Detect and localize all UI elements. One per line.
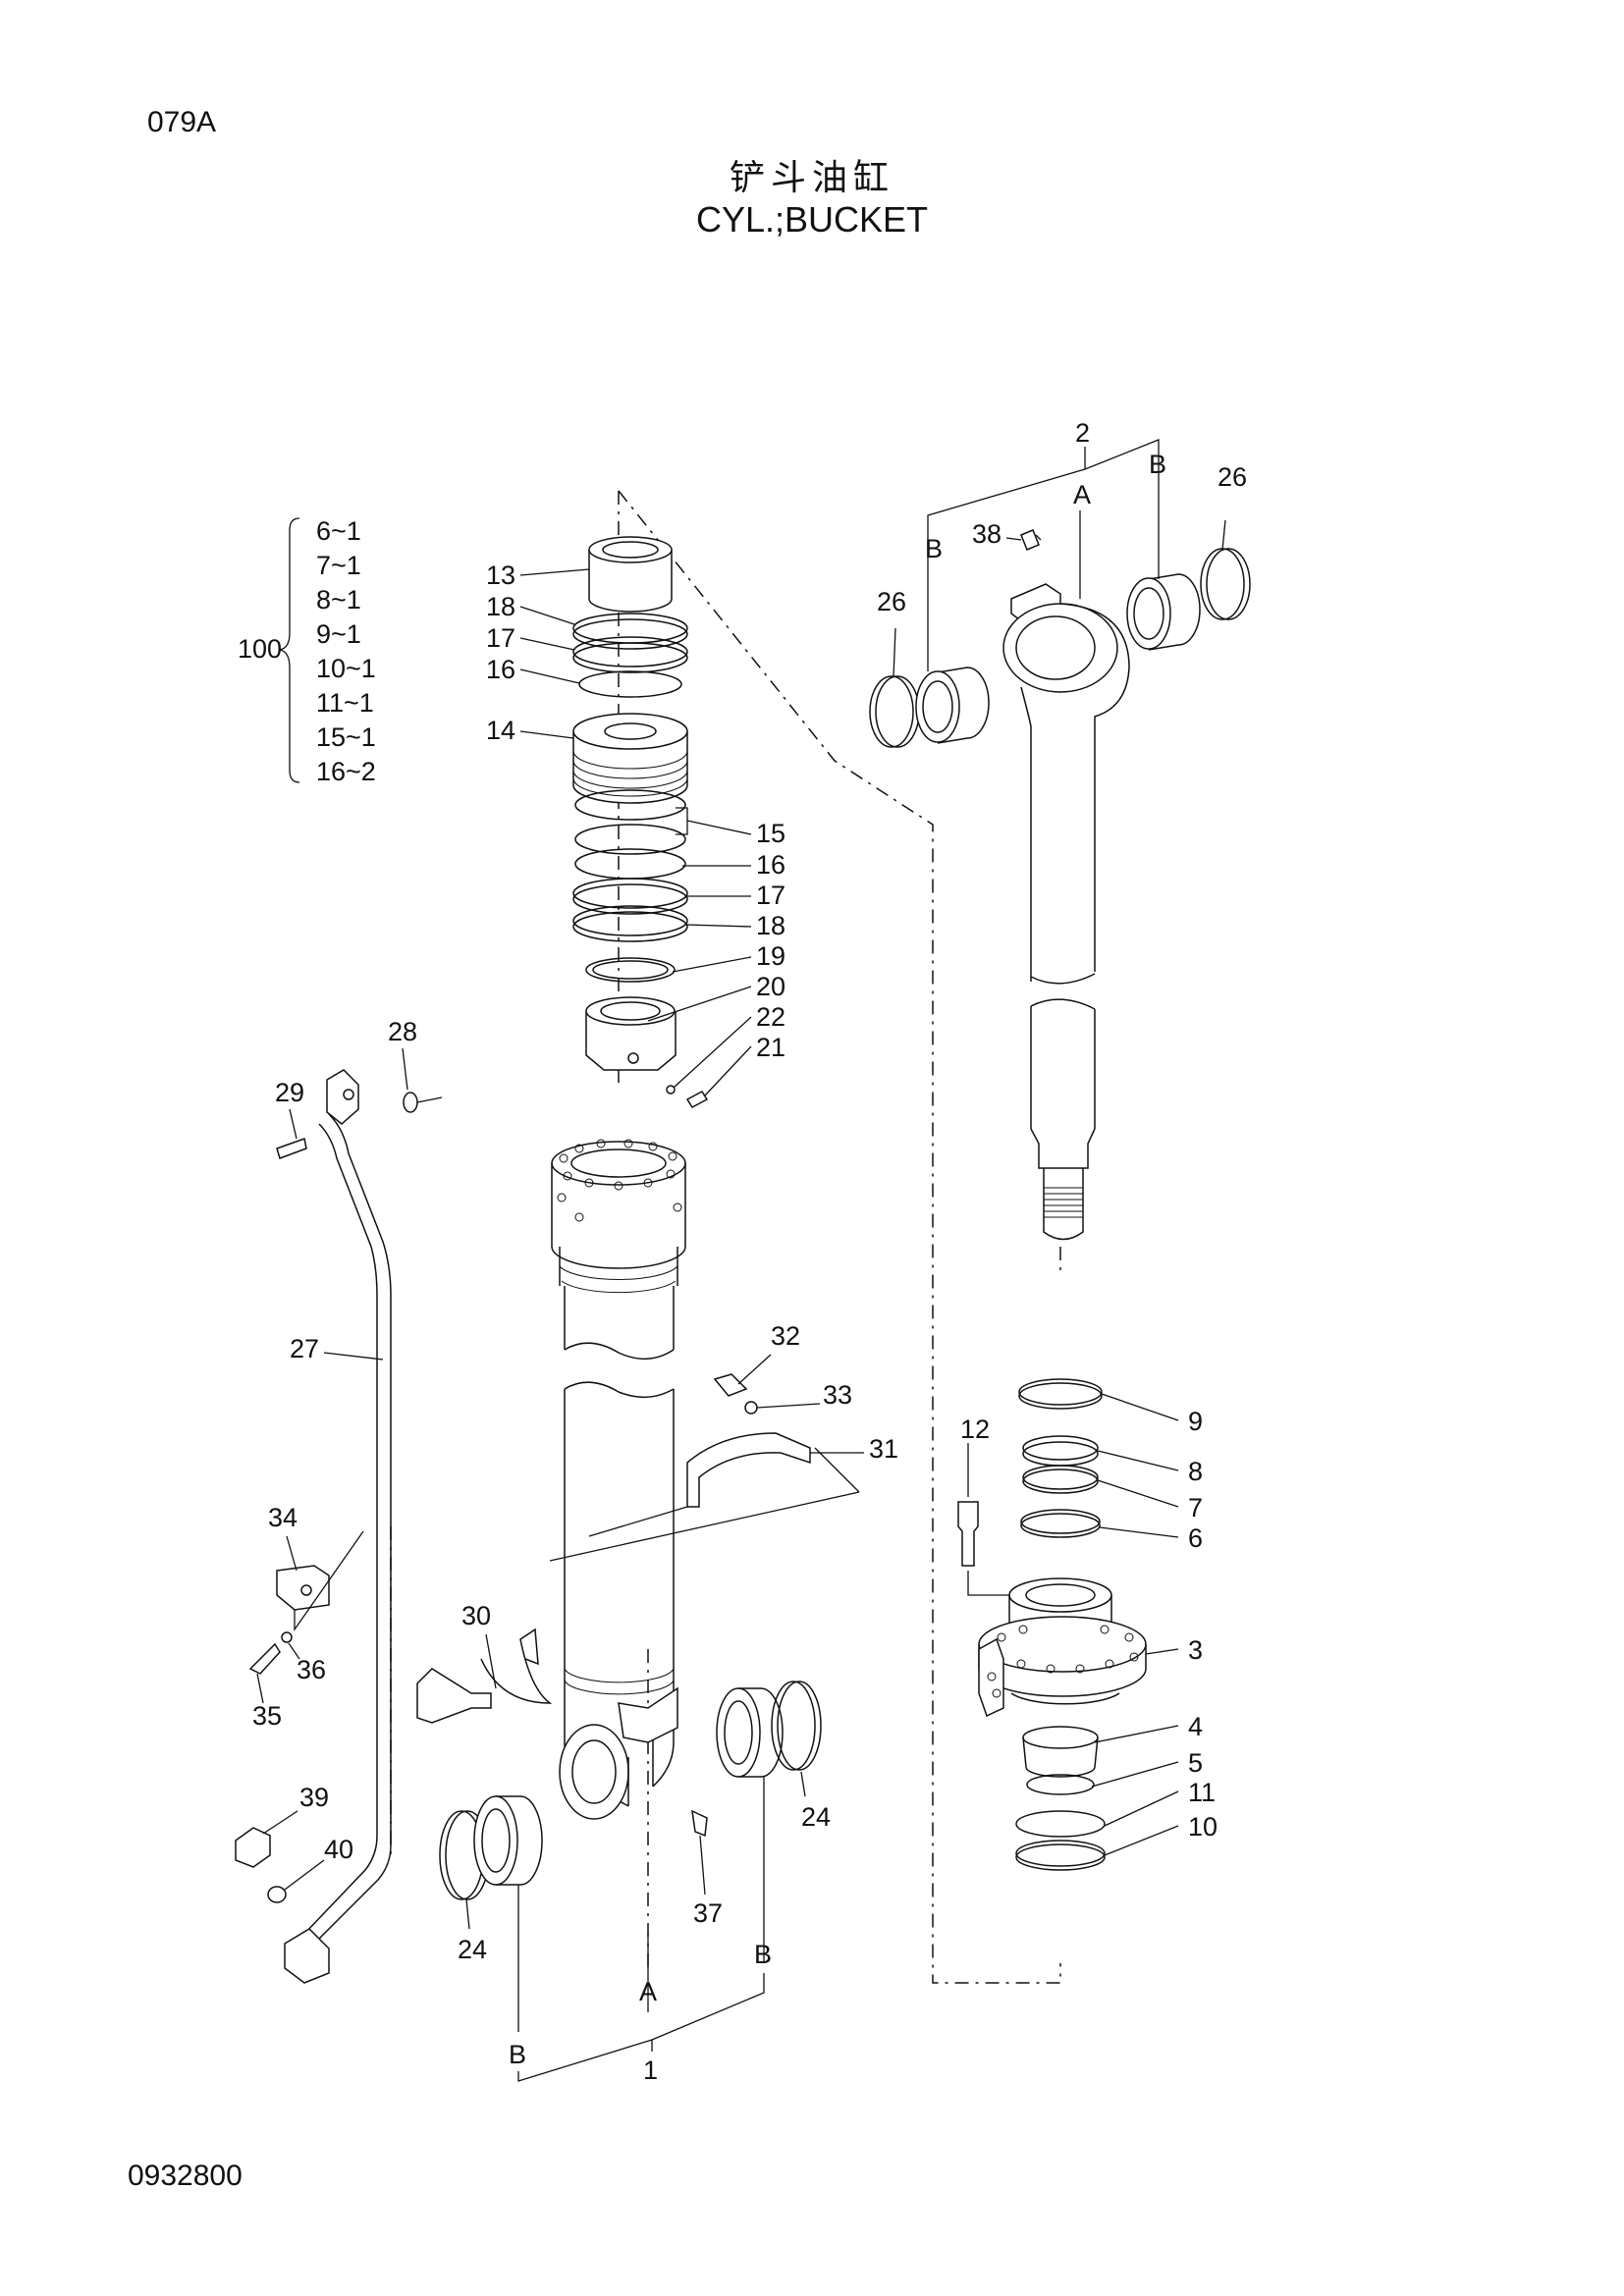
pipe-assembly: 28 29 27 39 40 bbox=[235, 1017, 443, 1984]
callout-17: 17 bbox=[756, 881, 785, 910]
kit-item: 16~2 bbox=[316, 757, 376, 786]
callout-7: 7 bbox=[1188, 1493, 1203, 1522]
label-A-bottom: A bbox=[639, 1977, 657, 2006]
callout-11: 11 bbox=[1188, 1778, 1216, 1807]
callout-34: 34 bbox=[268, 1503, 298, 1532]
bottom-bushings: 24 24 B B A 1 bbox=[439, 1681, 831, 2085]
label-A-top: A bbox=[1073, 480, 1091, 509]
page-code: 079A bbox=[147, 106, 217, 138]
callout-39: 39 bbox=[299, 1783, 329, 1812]
label-B-bottom-left: B bbox=[509, 2040, 526, 2069]
piston-rod bbox=[1002, 529, 1130, 1241]
kit-item: 8~1 bbox=[316, 585, 361, 614]
callout-37: 37 bbox=[693, 1898, 723, 1928]
clamp-31 bbox=[686, 1432, 811, 1508]
callout-29: 29 bbox=[275, 1078, 304, 1107]
kit-item: 15~1 bbox=[316, 722, 376, 752]
callout-26: 26 bbox=[877, 587, 906, 616]
callout-16: 16 bbox=[486, 655, 515, 684]
callout-21: 21 bbox=[756, 1033, 785, 1062]
kit-item: 9~1 bbox=[316, 619, 361, 649]
kit-list: 100 6~1 7~1 8~1 9~1 10~1 11~1 15~1 16~2 bbox=[238, 516, 376, 786]
callout-15: 15 bbox=[756, 819, 785, 848]
title-chinese: 铲斗油缸 bbox=[729, 158, 894, 198]
callout-3: 3 bbox=[1188, 1635, 1203, 1665]
kit-item: 10~1 bbox=[316, 654, 376, 683]
label-B-top-right: B bbox=[1149, 450, 1166, 479]
callout-20: 20 bbox=[756, 972, 785, 1001]
drawing-number: 0932800 bbox=[128, 2160, 243, 2192]
kit-number: 100 bbox=[238, 634, 282, 664]
callout-1: 1 bbox=[643, 2056, 658, 2085]
gland-assembly: 13 18 17 16 14 15 16 17 18 19 20 22 21 bbox=[486, 536, 785, 1108]
kit-item: 11~1 bbox=[316, 688, 374, 718]
callout-10: 10 bbox=[1188, 1812, 1218, 1842]
callout-18: 18 bbox=[486, 592, 515, 621]
callout-5: 5 bbox=[1188, 1748, 1203, 1778]
label-B-top-left: B bbox=[925, 534, 943, 563]
bushing-13 bbox=[588, 550, 673, 613]
callout-36: 36 bbox=[297, 1655, 326, 1684]
callout-22: 22 bbox=[756, 1002, 785, 1032]
callout-18: 18 bbox=[756, 911, 785, 940]
callout-31: 31 bbox=[869, 1434, 898, 1464]
callout-4: 4 bbox=[1188, 1712, 1203, 1741]
callout-12: 12 bbox=[960, 1415, 990, 1444]
callout-2: 2 bbox=[1075, 418, 1090, 448]
callout-24: 24 bbox=[801, 1802, 831, 1832]
clamp-parts: 32 33 31 30 34 36 35 37 bbox=[248, 1321, 898, 1928]
callout-33: 33 bbox=[823, 1380, 852, 1410]
assembly-line bbox=[618, 490, 1061, 1984]
callout-13: 13 bbox=[486, 561, 515, 590]
rod-head-assembly: 12 9 8 7 6 3 4 5 11 10 bbox=[957, 1378, 1218, 1871]
kit-item: 7~1 bbox=[316, 551, 361, 580]
callout-6: 6 bbox=[1188, 1523, 1203, 1553]
callout-28: 28 bbox=[388, 1017, 417, 1046]
callout-38: 38 bbox=[972, 519, 1001, 549]
callout-35: 35 bbox=[252, 1701, 282, 1731]
callout-17: 17 bbox=[486, 623, 515, 653]
callout-14: 14 bbox=[486, 716, 515, 745]
callout-9: 9 bbox=[1188, 1407, 1203, 1436]
rod-bushings: 2 A B B 26 26 38 bbox=[869, 418, 1251, 748]
callout-40: 40 bbox=[324, 1835, 353, 1864]
kit-brace bbox=[279, 517, 300, 783]
nut-20 bbox=[585, 1011, 677, 1071]
callout-24: 24 bbox=[458, 1935, 487, 1964]
callout-27: 27 bbox=[290, 1334, 319, 1363]
callout-8: 8 bbox=[1188, 1457, 1203, 1486]
callout-30: 30 bbox=[461, 1601, 491, 1630]
callout-16: 16 bbox=[756, 850, 785, 880]
piston-14 bbox=[572, 731, 688, 804]
label-B-bottom-right: B bbox=[754, 1940, 772, 1969]
title-english: CYL.;BUCKET bbox=[695, 199, 929, 240]
cylinder-tube bbox=[551, 1139, 686, 1820]
kit-item: 6~1 bbox=[316, 516, 361, 546]
callout-32: 32 bbox=[771, 1321, 800, 1351]
callout-19: 19 bbox=[756, 941, 785, 971]
callout-26: 26 bbox=[1218, 462, 1247, 492]
